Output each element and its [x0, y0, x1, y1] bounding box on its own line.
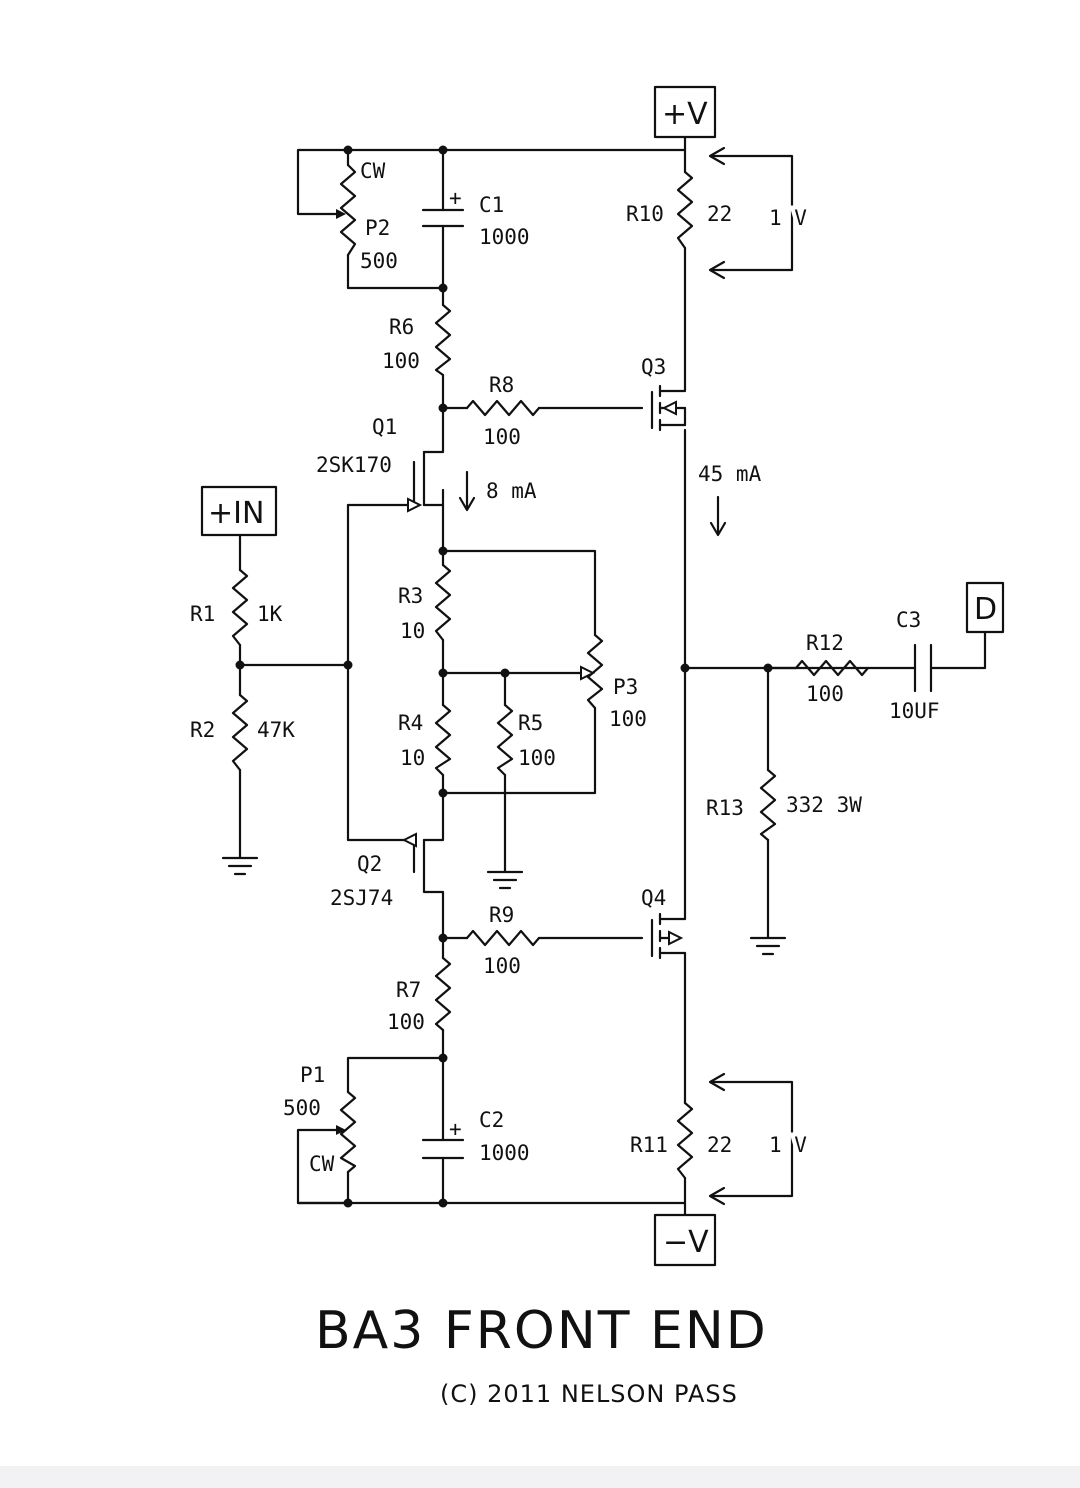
svg-text:C3: C3	[896, 608, 921, 632]
svg-text:100: 100	[483, 954, 521, 978]
svg-text:45 mA: 45 mA	[698, 462, 762, 486]
svg-text:+V: +V	[662, 97, 708, 132]
svg-text:C2: C2	[479, 1108, 504, 1132]
svg-text:D: D	[974, 592, 997, 627]
resistor-r5: R5 100	[496, 703, 556, 777]
svg-text:+: +	[449, 186, 462, 210]
svg-text:R8: R8	[489, 373, 514, 397]
resistor-r13: R13 332 3W	[706, 768, 862, 842]
svg-text:C1: C1	[479, 193, 504, 217]
resistor-r11: R11 22	[630, 1101, 732, 1180]
capacitor-c1: + C1 1000	[421, 186, 530, 249]
transistor-q2: Q2 2SJ74	[330, 832, 426, 910]
svg-text:10UF: 10UF	[889, 699, 940, 723]
svg-text:22: 22	[707, 1133, 732, 1157]
svg-text:−V: −V	[663, 1225, 709, 1260]
svg-text:Q2: Q2	[357, 852, 382, 876]
svg-text:100: 100	[483, 425, 521, 449]
svg-text:P1: P1	[300, 1063, 325, 1087]
resistor-r2: R2 47K	[190, 693, 295, 772]
voltage-bracket-top: 1 V 1 V	[708, 146, 811, 280]
svg-text:Q1: Q1	[372, 415, 397, 439]
svg-text:500: 500	[360, 249, 398, 273]
svg-text:1K: 1K	[257, 602, 283, 626]
potentiometer-p2: CW P2 500	[328, 159, 398, 273]
resistor-r10: R10 22	[626, 170, 732, 250]
terminal-output: D	[965, 581, 1005, 634]
svg-text:1 V: 1 V	[769, 1133, 807, 1157]
svg-text:100: 100	[806, 682, 844, 706]
current-arrow-output: 45 mA	[698, 462, 762, 537]
resistor-r4: R4 10	[398, 703, 452, 777]
transistor-q1: Q1 2SK170	[316, 415, 426, 513]
svg-text:1 V: 1 V	[769, 206, 807, 230]
svg-text:1 V: 1 V	[769, 1133, 807, 1157]
terminal-vminus: −V	[653, 1213, 717, 1267]
resistor-r12: R12 100	[766, 631, 870, 706]
svg-text:100: 100	[387, 1010, 425, 1034]
svg-text:R2: R2	[190, 718, 215, 742]
svg-text:1 V: 1 V	[769, 206, 807, 230]
ground-icon	[221, 856, 259, 876]
transistor-q4: Q4	[641, 886, 687, 962]
svg-text:R13: R13	[706, 796, 744, 820]
potentiometer-p1: P1 500 CW	[283, 1063, 357, 1176]
potentiometer-p3: P3 100	[576, 633, 647, 731]
svg-text:332 3W: 332 3W	[786, 793, 862, 817]
svg-text:R10: R10	[626, 202, 664, 226]
svg-text:100: 100	[518, 746, 556, 770]
svg-text:Q3: Q3	[641, 355, 666, 379]
svg-text:CW: CW	[360, 159, 386, 183]
svg-text:R5: R5	[518, 711, 543, 735]
resistor-r7: R7 100	[387, 956, 452, 1034]
svg-text:10: 10	[400, 619, 425, 643]
svg-text:100: 100	[382, 349, 420, 373]
svg-text:500: 500	[283, 1096, 321, 1120]
svg-text:R4: R4	[398, 711, 423, 735]
svg-text:R1: R1	[190, 602, 215, 626]
svg-text:22: 22	[707, 202, 732, 226]
capacitor-c2: + C2 1000	[421, 1108, 530, 1165]
transistor-q3: Q3	[641, 355, 687, 432]
svg-text:Q4: Q4	[641, 886, 666, 910]
svg-text:CW: CW	[309, 1152, 335, 1176]
copyright-notice: (C) 2011 NELSON PASS	[440, 1380, 738, 1408]
svg-text:R9: R9	[489, 903, 514, 927]
svg-text:2SJ74: 2SJ74	[330, 886, 393, 910]
junctions	[235, 145, 773, 1208]
svg-text:2SK170: 2SK170	[316, 453, 392, 477]
resistor-r6: R6 100	[382, 303, 452, 377]
footer-bar	[0, 1466, 1080, 1488]
svg-text:1000: 1000	[479, 1141, 530, 1165]
voltage-bracket-bottom: 1 V 1 V	[708, 1072, 811, 1206]
svg-text:R3: R3	[398, 584, 423, 608]
ground-icon	[486, 870, 524, 890]
resistor-r1: R1 1K	[190, 568, 283, 647]
svg-text:P2: P2	[365, 216, 390, 240]
capacitor-c3: C3 10UF	[866, 608, 940, 723]
svg-text:R6: R6	[389, 315, 414, 339]
diagram-title: BA3 FRONT END	[315, 1301, 768, 1361]
resistor-r3: R3 10	[398, 563, 452, 643]
svg-text:R12: R12	[806, 631, 844, 655]
svg-text:1000: 1000	[479, 225, 530, 249]
terminal-vplus: +V	[653, 85, 717, 139]
svg-text:R11: R11	[630, 1133, 668, 1157]
resistor-r9: R9 100	[465, 903, 541, 978]
svg-text:+IN: +IN	[208, 496, 264, 531]
svg-text:+: +	[449, 1117, 462, 1141]
svg-text:P3: P3	[613, 675, 638, 699]
svg-text:10: 10	[400, 746, 425, 770]
svg-text:100: 100	[609, 707, 647, 731]
resistor-r8: R8 100	[465, 373, 541, 449]
svg-text:8 mA: 8 mA	[486, 479, 537, 503]
ground-icon	[749, 936, 787, 956]
terminal-input: +IN	[200, 485, 278, 537]
svg-text:47K: 47K	[257, 718, 295, 742]
svg-text:R7: R7	[396, 978, 421, 1002]
current-arrow-front: 8 mA	[458, 470, 537, 512]
